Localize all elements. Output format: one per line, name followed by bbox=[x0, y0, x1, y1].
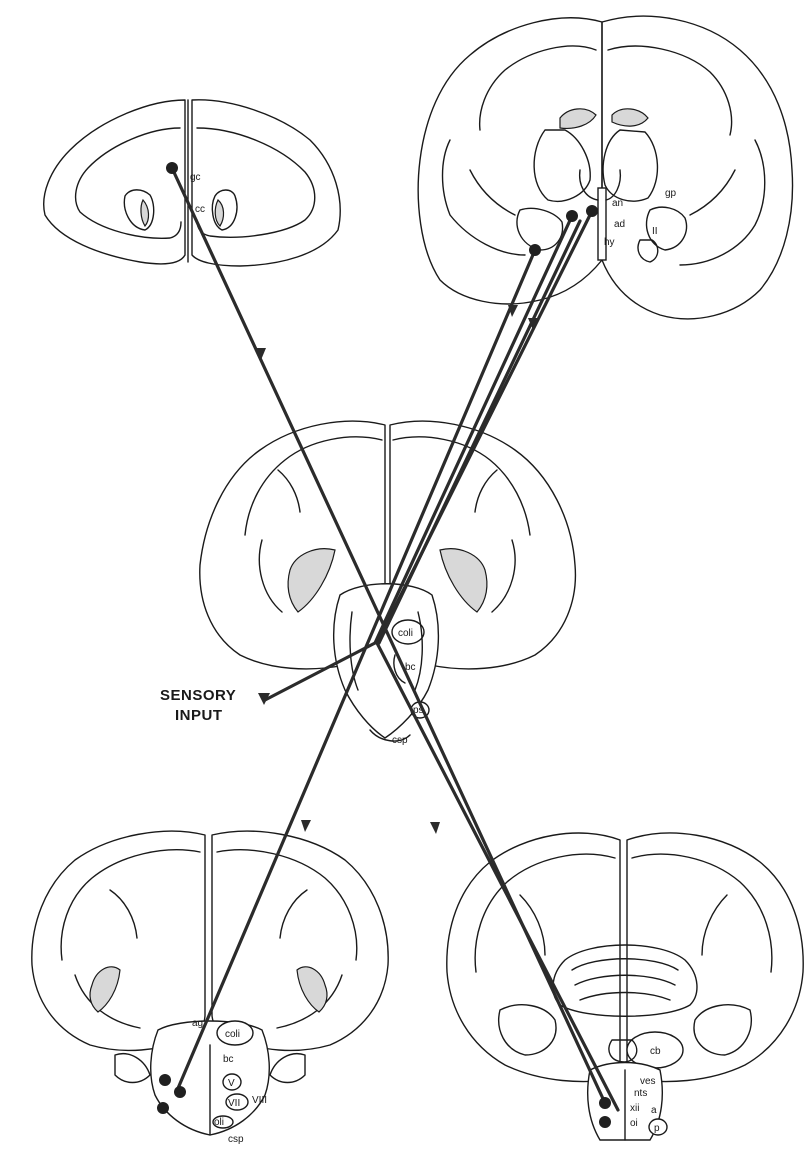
pathway-diencephalon-a-to-pons bbox=[176, 250, 535, 1093]
label-ll: II bbox=[652, 226, 658, 237]
label-csp-low: csp bbox=[228, 1134, 244, 1145]
label-coli-low: coli bbox=[225, 1029, 240, 1040]
label-hy: hy bbox=[604, 237, 615, 248]
label-v: V bbox=[228, 1078, 235, 1089]
neuron-cell-body bbox=[166, 162, 178, 174]
sensory-input-label-line2: INPUT bbox=[175, 707, 223, 724]
label-oi: oi bbox=[630, 1118, 638, 1129]
section-pons-bottom-left: ag coli bc V VII VIII oli csp bbox=[32, 831, 388, 1145]
section-frontal-top-left: gc cc bbox=[44, 100, 340, 266]
label-vii: VII bbox=[228, 1098, 240, 1109]
label-gp: gp bbox=[665, 188, 677, 199]
label-cc: cc bbox=[195, 204, 205, 215]
label-oli: oli bbox=[214, 1117, 224, 1128]
label-p: p bbox=[654, 1123, 660, 1134]
label-ag: ag bbox=[192, 1018, 203, 1029]
label-cb: cb bbox=[650, 1046, 661, 1057]
arrow-marker bbox=[301, 820, 311, 832]
neuron-cell-body bbox=[529, 244, 541, 256]
label-a: a bbox=[651, 1105, 657, 1116]
neuron-cell-body bbox=[159, 1074, 171, 1086]
label-bc-low: bc bbox=[223, 1054, 234, 1065]
section-diencephalon-top-right: an ad gp II hy bbox=[418, 16, 792, 319]
label-csp-mid: csp bbox=[392, 735, 408, 746]
arrow-marker bbox=[430, 822, 440, 834]
neuron-cell-body bbox=[174, 1086, 186, 1098]
neuron-cell-body bbox=[586, 205, 598, 217]
label-an: an bbox=[612, 198, 623, 209]
neuron-cell-body bbox=[566, 210, 578, 222]
neuron-cell-body bbox=[599, 1097, 611, 1109]
neuron-cell-body bbox=[599, 1116, 611, 1128]
sensory-input-label-line1: SENSORY bbox=[160, 687, 236, 704]
label-ves: ves bbox=[640, 1076, 656, 1087]
label-gc: gc bbox=[190, 172, 201, 183]
label-nts: nts bbox=[634, 1088, 647, 1099]
label-xii: xii bbox=[630, 1103, 639, 1114]
pathway-mid-to-medulla bbox=[377, 643, 618, 1110]
label-viii: VIII bbox=[252, 1095, 267, 1106]
label-coli-mid: coli bbox=[398, 628, 413, 639]
neuron-cell-body bbox=[157, 1102, 169, 1114]
label-ad: ad bbox=[614, 219, 625, 230]
section-midbrain-middle: coli bc ps csp bbox=[200, 421, 576, 746]
